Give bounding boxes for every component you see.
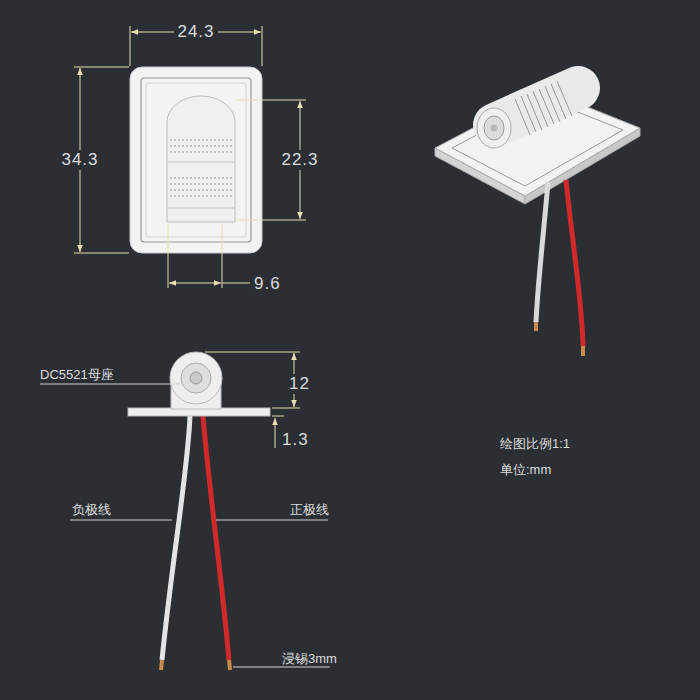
dimension-lines-part: [222, 224, 223, 288]
top-view-part: [170, 152, 232, 153]
dimension-value: 1.3: [282, 431, 309, 450]
side-view-part: [229, 660, 230, 670]
side-view-part: [170, 352, 222, 404]
dimension-lines-part: [74, 253, 129, 254]
dimension-lines: [74, 26, 306, 288]
leader-lines-part: [233, 667, 330, 668]
leader-lines-part: [216, 520, 328, 521]
unit-note: 单位:mm: [500, 463, 551, 477]
side-view-part: [162, 416, 190, 660]
iso-view-part-part: [515, 99, 530, 135]
side-view-part: [203, 416, 229, 660]
dimension-lines-part: [130, 26, 131, 66]
iso-view: [435, 81, 640, 356]
iso-view-part-part: [527, 94, 542, 130]
iso-view-part: [477, 108, 511, 148]
top-view: [130, 67, 262, 253]
part-name: DC5521母座: [40, 368, 114, 382]
top-view-part: [170, 140, 232, 141]
top-view-part: [170, 184, 232, 185]
dimension-lines-part: [168, 224, 169, 288]
top-view-part: [168, 162, 234, 163]
iso-view-part: [566, 180, 583, 346]
top-view-part: [170, 190, 232, 191]
top-view-part: [170, 196, 232, 197]
top-view-part: [168, 208, 234, 209]
tinning-note: 浸锡3mm: [282, 652, 337, 666]
dimension-lines-part: [275, 418, 276, 448]
top-view-part: [170, 146, 232, 147]
dimension-value: 12: [286, 374, 313, 395]
scale-note: 绘图比例1:1: [500, 437, 570, 451]
dimension-value: 9.6: [254, 275, 281, 294]
dimension-lines-part: [205, 352, 300, 353]
iso-view-part-part: [521, 96, 536, 132]
top-view-part: [170, 178, 232, 179]
side-view-part: [181, 363, 211, 393]
wire-label: 正极线: [290, 503, 329, 517]
side-view-part: [190, 372, 202, 384]
iso-view-part-part: [545, 86, 560, 122]
side-view-part: [161, 660, 162, 670]
leader-lines: [40, 384, 330, 667]
dimension-value: 22.3: [278, 150, 321, 171]
dimension-lines-part: [236, 100, 306, 101]
iso-view-part: [536, 182, 548, 322]
wire-label: 负极线: [72, 503, 111, 517]
dimension-lines-part: [272, 416, 284, 417]
iso-view-part-part: [557, 81, 572, 116]
dimension-value: 24.3: [174, 22, 217, 43]
dimension-lines-part: [169, 283, 221, 284]
iso-view-part: [581, 346, 585, 356]
dimension-lines-part: [222, 283, 250, 284]
iso-view-part: [484, 116, 504, 140]
iso-view-part-part: [533, 91, 548, 127]
top-view-part: [141, 78, 251, 242]
top-view-part: [146, 83, 246, 237]
iso-view-part: [515, 81, 572, 135]
dimension-lines-part: [272, 408, 300, 409]
leader-lines-part: [40, 384, 180, 385]
top-view-part: [130, 67, 262, 253]
top-view-part: [167, 96, 235, 222]
dimension-value: 34.3: [58, 150, 101, 171]
iso-view-part: [491, 125, 498, 132]
side-view: [128, 352, 270, 670]
iso-view-part-part: [539, 89, 554, 124]
iso-view-part-part: [551, 84, 566, 119]
leader-lines-part: [70, 520, 172, 521]
iso-view-part: [534, 322, 538, 331]
dimension-lines-part: [236, 220, 306, 221]
dimension-lines-part: [74, 67, 129, 68]
dimension-lines-part: [262, 26, 263, 66]
